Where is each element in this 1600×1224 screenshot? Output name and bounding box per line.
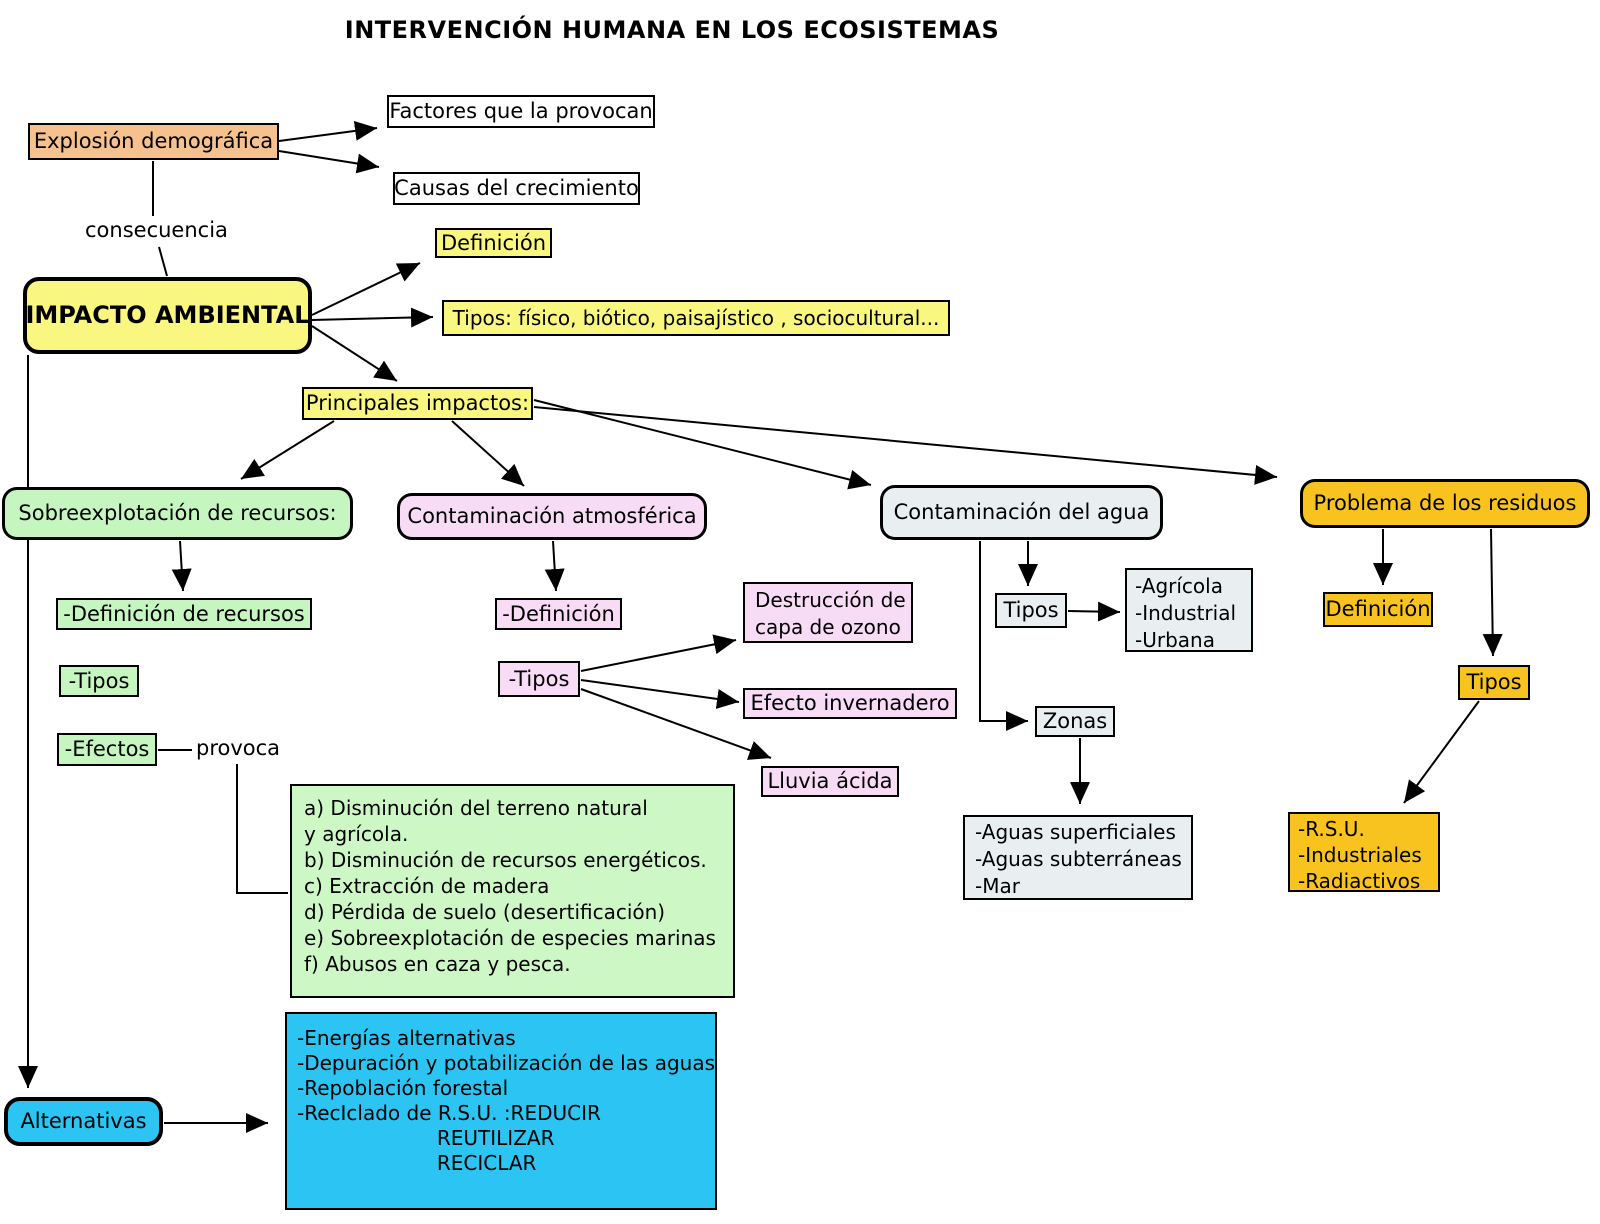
- edge-impacto-principales: [311, 325, 398, 382]
- node-destruccion-ozono: Destrucción de capa de ozono: [743, 582, 913, 643]
- edge-impacto-definicion: [311, 262, 421, 316]
- node-tipos-agua-lista: -Agrícola -Industrial -Urbana: [1125, 568, 1253, 652]
- node-explosion-demografica: Explosión demográfica: [28, 123, 279, 160]
- edge-principales-residuos: [533, 406, 1278, 485]
- node-contaminacion-atmosferica: Contaminación atmosférica: [397, 493, 707, 540]
- node-definicion-residuos: Definición: [1323, 592, 1433, 627]
- edge-principales-sobreexplotacion: [240, 420, 335, 480]
- edge-tipos-invernadero: [580, 679, 740, 709]
- edge-tipos-agua-lista: [1067, 601, 1121, 622]
- node-tipos-recursos: -Tipos: [59, 665, 139, 697]
- edge-agua-zonas: [979, 541, 1028, 731]
- node-definicion-impacto: Definición: [435, 228, 552, 258]
- node-sobreexplotacion: Sobreexplotación de recursos:: [2, 487, 353, 540]
- edge-label-provoca: provoca: [196, 736, 281, 760]
- edge-principales-agua: [533, 399, 872, 490]
- node-alternativas: Alternativas: [4, 1097, 163, 1146]
- node-tipos-residuos-lista: -R.S.U. -Industriales -Radiactivos: [1288, 812, 1440, 893]
- node-impacto-ambiental: IMPACTO AMBIENTAL: [23, 277, 312, 354]
- edge-provoca-lista: [236, 764, 288, 894]
- node-causas: Causas del crecimiento: [393, 172, 640, 205]
- node-zonas: Zonas: [1035, 706, 1115, 737]
- edge-principales-atmosferica: [451, 420, 525, 487]
- edge-label-consecuencia: consecuencia: [85, 218, 228, 242]
- node-zonas-lista: -Aguas superficiales -Aguas subterráneas…: [963, 815, 1193, 900]
- node-problema-residuos: Problema de los residuos: [1300, 479, 1590, 528]
- edge-impacto-tipos: [311, 307, 434, 328]
- node-tipos-residuos: Tipos: [1458, 665, 1530, 700]
- page-title: INTERVENCIÓN HUMANA EN LOS ECOSISTEMAS: [344, 16, 1000, 44]
- node-factores: Factores que la provocan: [387, 95, 655, 128]
- node-tipos-agua: Tipos: [995, 593, 1067, 628]
- node-efectos-lista: a) Disminución del terreno natural y agr…: [290, 784, 735, 998]
- node-tipos-atmosferica: -Tipos: [498, 661, 580, 697]
- node-efecto-invernadero: Efecto invernadero: [743, 688, 957, 719]
- edge-tipos-lluvia: [580, 688, 772, 760]
- node-definicion-recursos: -Definición de recursos: [56, 598, 312, 630]
- node-principales-impactos: Principales impactos:: [302, 387, 533, 420]
- edge-tipos-residuos-lista: [1403, 700, 1480, 804]
- node-lluvia-acida: Lluvia ácida: [761, 766, 899, 797]
- edge-explosion-factores: [278, 120, 378, 142]
- node-definicion-atmosferica: -Definición: [495, 598, 622, 630]
- edge-tipos-ozono: [580, 634, 737, 672]
- edge-atm-definicion: [544, 540, 565, 592]
- node-alternativas-lista: -Energías alternativas -Depuración y pot…: [285, 1012, 717, 1210]
- node-efectos: -Efectos: [57, 733, 157, 766]
- edge-sobre-definicion: [171, 540, 192, 592]
- edge-explosion-causas: [278, 150, 380, 174]
- node-contaminacion-agua: Contaminación del agua: [880, 485, 1163, 540]
- edge-consecuencia-impacto: [158, 246, 168, 277]
- edge-residuos-tipos: [1482, 528, 1503, 657]
- node-tipos-impacto: Tipos: físico, biótico, paisajístico , s…: [442, 300, 950, 336]
